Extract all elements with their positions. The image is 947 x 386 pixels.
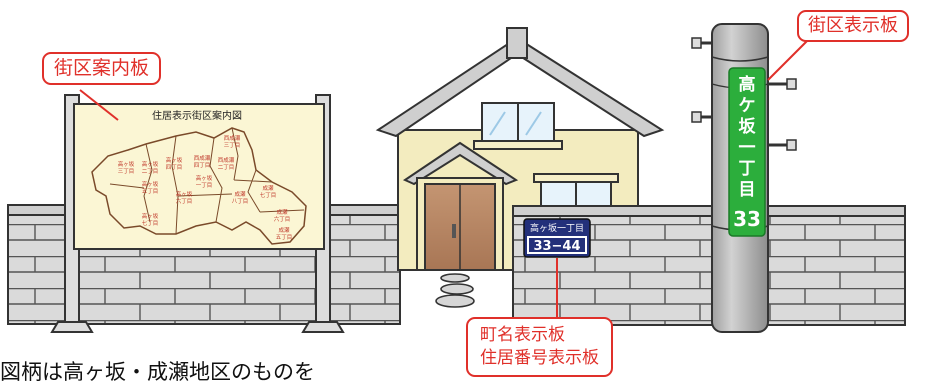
svg-text:高ヶ坂: 高ヶ坂 <box>142 160 159 168</box>
svg-text:成瀬: 成瀬 <box>278 226 290 234</box>
svg-text:三丁目: 三丁目 <box>118 168 135 175</box>
town-name-text: 高ヶ坂一丁目 <box>530 222 584 234</box>
pole-sign-char: ケ <box>739 96 756 116</box>
svg-text:高ヶ坂: 高ヶ坂 <box>196 174 213 182</box>
pole-sign-char: 坂 <box>739 117 757 137</box>
svg-text:高ヶ坂: 高ヶ坂 <box>142 180 159 188</box>
town-sign-label: 町名表示板 <box>480 325 565 345</box>
svg-text:一丁目: 一丁目 <box>196 182 213 189</box>
svg-text:高ヶ坂: 高ヶ坂 <box>142 212 159 220</box>
svg-text:八丁目: 八丁目 <box>232 198 249 205</box>
plate-signs-callout: 町名表示板 住居番号表示板 <box>466 317 613 377</box>
pole-step-bolt <box>767 78 797 90</box>
stepping-stones <box>435 273 475 308</box>
pole-sign-char: 丁 <box>739 159 756 179</box>
callout-pointers <box>79 39 809 318</box>
svg-text:六丁目: 六丁目 <box>274 215 291 223</box>
svg-text:六丁目: 六丁目 <box>176 197 193 205</box>
number-sign-label: 住居番号表示板 <box>480 348 599 368</box>
house-address-plate: 高ヶ坂一丁目 33−44 <box>523 218 591 258</box>
pole-sign-char: 高 <box>739 74 756 95</box>
pole-sign-char: 一 <box>739 138 756 158</box>
guide-board-title: 住居表示街区案内図 <box>152 109 242 122</box>
house-number-text: 33−44 <box>533 239 580 254</box>
svg-text:二丁目: 二丁目 <box>142 168 159 175</box>
svg-text:成瀬: 成瀬 <box>276 208 288 216</box>
block-sign-green: 高 ケ 坂 一 丁 目 33 <box>728 67 766 237</box>
svg-text:成瀬: 成瀬 <box>262 184 274 192</box>
svg-text:五丁目: 五丁目 <box>276 234 293 241</box>
pole-step-bolt <box>691 37 713 49</box>
svg-text:七丁目: 七丁目 <box>260 191 277 199</box>
block-sign-callout: 街区表示板 <box>797 10 909 42</box>
upper-window <box>473 102 563 150</box>
svg-text:高ヶ坂: 高ヶ坂 <box>176 190 193 198</box>
svg-text:四丁目: 四丁目 <box>166 164 183 171</box>
svg-text:二丁目: 二丁目 <box>218 164 235 171</box>
pole-sign-char: 目 <box>739 180 756 200</box>
svg-text:四丁目: 四丁目 <box>194 162 211 169</box>
svg-text:高ヶ坂: 高ヶ坂 <box>166 156 183 164</box>
map-area-label: 高ヶ坂一丁目 <box>196 174 213 189</box>
svg-text:西成瀬: 西成瀬 <box>224 134 241 142</box>
guide-board-callout: 街区案内板 <box>42 52 162 85</box>
svg-text:高ヶ坂: 高ヶ坂 <box>118 160 135 168</box>
svg-text:成瀬: 成瀬 <box>234 190 246 198</box>
caption-text: 図柄は高ヶ坂・成瀬地区のものを <box>0 360 315 384</box>
svg-text:五丁目: 五丁目 <box>142 188 159 195</box>
pole-step-bolt <box>691 111 713 123</box>
svg-text:七丁目: 七丁目 <box>142 219 159 227</box>
svg-text:西成瀬: 西成瀬 <box>194 154 211 162</box>
pole-step-bolt <box>767 139 797 151</box>
svg-text:西成瀬: 西成瀬 <box>218 156 235 164</box>
svg-text:三丁目: 三丁目 <box>224 142 241 149</box>
utility-pole: 高 ケ 坂 一 丁 目 33 <box>691 23 797 333</box>
pole-block-number: 33 <box>733 207 761 231</box>
lower-window <box>533 173 619 211</box>
district-map-outline <box>91 127 307 245</box>
